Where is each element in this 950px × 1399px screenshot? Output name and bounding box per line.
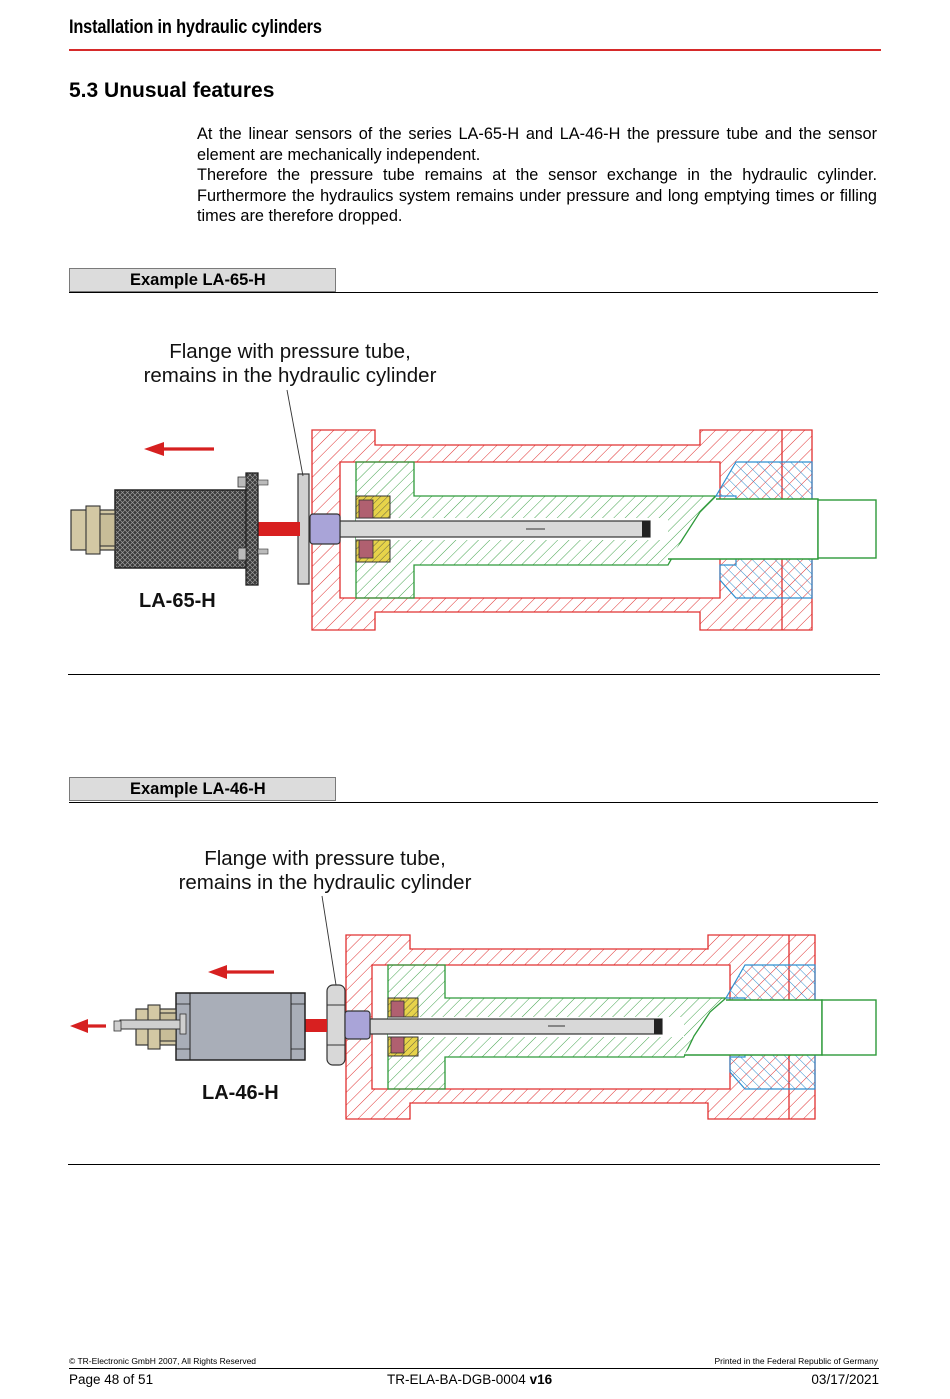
callout-la46-line2: remains in the hydraulic cylinder (178, 871, 472, 894)
header-title: Installation in hydraulic cylinders (69, 17, 322, 38)
pressure-tube-la46 (369, 1018, 663, 1035)
footer-date: 03/17/2021 (811, 1372, 879, 1387)
footer-printed: Printed in the Federal Republic of Germa… (714, 1356, 878, 1366)
example-rule-la65 (69, 292, 878, 293)
figure-la65 (70, 389, 877, 631)
callout-la65-line2: remains in the hydraulic cylinder (143, 364, 437, 387)
footer-copyright: © TR-Electronic GmbH 2007, All Rights Re… (69, 1356, 257, 1366)
cylinder-wall-la46 (345, 934, 816, 1120)
removal-arrow-la46 (208, 965, 274, 979)
intro-text: At the linear sensors of the series LA-6… (197, 124, 877, 227)
callout-la46: Flange with pressure tube, remains in th… (165, 847, 485, 895)
callout-la65: Flange with pressure tube, remains in th… (130, 340, 450, 388)
sensor-housing-la65 (114, 489, 249, 569)
footer-rule (69, 1368, 879, 1369)
callout-la65-line1: Flange with pressure tube, (169, 340, 411, 363)
example-heading-la46: Example LA-46-H (69, 777, 336, 801)
pressure-tube-la65 (339, 520, 651, 538)
figure-la46 (70, 895, 877, 1120)
cylinder-wall-la65 (311, 429, 813, 631)
footer-page-number: Page 48 of 51 (69, 1372, 154, 1387)
intro-paragraph-1: At the linear sensors of the series LA-6… (197, 125, 877, 164)
removal-arrow-la65 (144, 442, 214, 456)
example-heading-la65: Example LA-65-H (69, 268, 336, 292)
model-label-la65: LA-65-H (139, 590, 216, 612)
footer-doc-id: TR-ELA-BA-DGB-0004 v16 (387, 1372, 552, 1387)
section-title: 5.3 Unusual features (69, 79, 275, 102)
callout-la46-line1: Flange with pressure tube, (204, 847, 446, 870)
header-rule (69, 49, 881, 51)
connector-arrow-la46 (70, 1019, 106, 1033)
model-label-la46: LA-46-H (202, 1082, 279, 1104)
example-separator-2 (68, 1164, 880, 1165)
intro-paragraph-2: Therefore the pressure tube remains at t… (197, 166, 877, 226)
footer-doc-version: v16 (529, 1372, 553, 1387)
example-separator-1 (68, 674, 880, 675)
footer-doc-number: TR-ELA-BA-DGB-0004 (387, 1372, 526, 1387)
sensor-housing-la46 (175, 992, 306, 1061)
example-rule-la46 (69, 802, 878, 803)
